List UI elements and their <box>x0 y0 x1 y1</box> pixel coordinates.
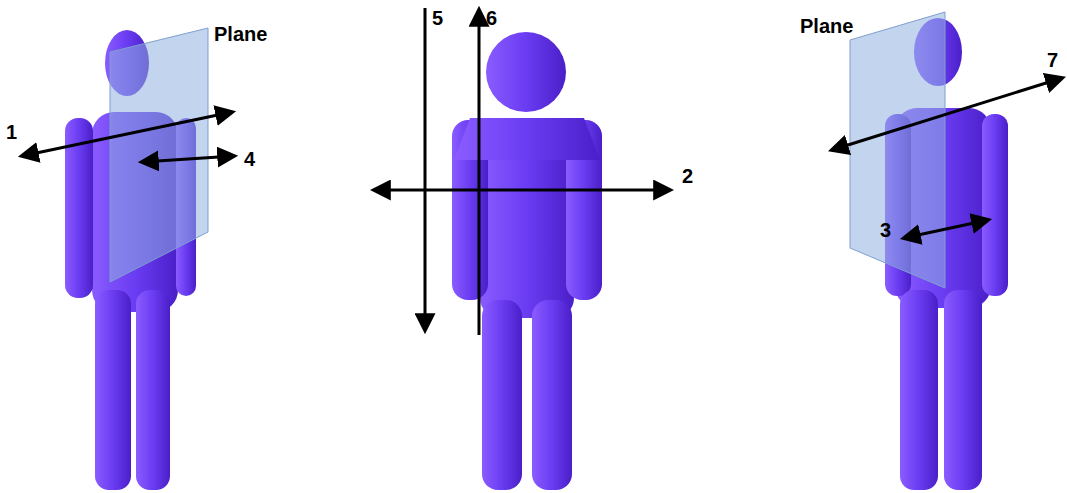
axis-arrow-7 <box>832 78 1062 150</box>
plane-left <box>110 28 208 282</box>
callout-number: 1 <box>6 122 17 142</box>
axis-arrow-6 <box>478 10 481 335</box>
callout-number: 7 <box>1047 50 1058 70</box>
callout-number: 5 <box>432 8 443 28</box>
plane-label: Plane <box>800 16 853 36</box>
plane-right <box>850 12 945 288</box>
axis-arrow-3 <box>904 220 988 238</box>
callout-number: 3 <box>880 220 891 240</box>
callout-number: 4 <box>244 149 255 169</box>
axis-arrow-2 <box>374 189 670 192</box>
human-figure-middle <box>452 32 602 490</box>
axis-arrow-5 <box>424 8 427 330</box>
callout-number: 2 <box>682 166 693 186</box>
callout-number: 6 <box>486 8 497 28</box>
plane-label: Plane <box>214 24 267 44</box>
axis-arrow-1 <box>22 112 232 156</box>
axis-arrow-4 <box>142 156 234 162</box>
